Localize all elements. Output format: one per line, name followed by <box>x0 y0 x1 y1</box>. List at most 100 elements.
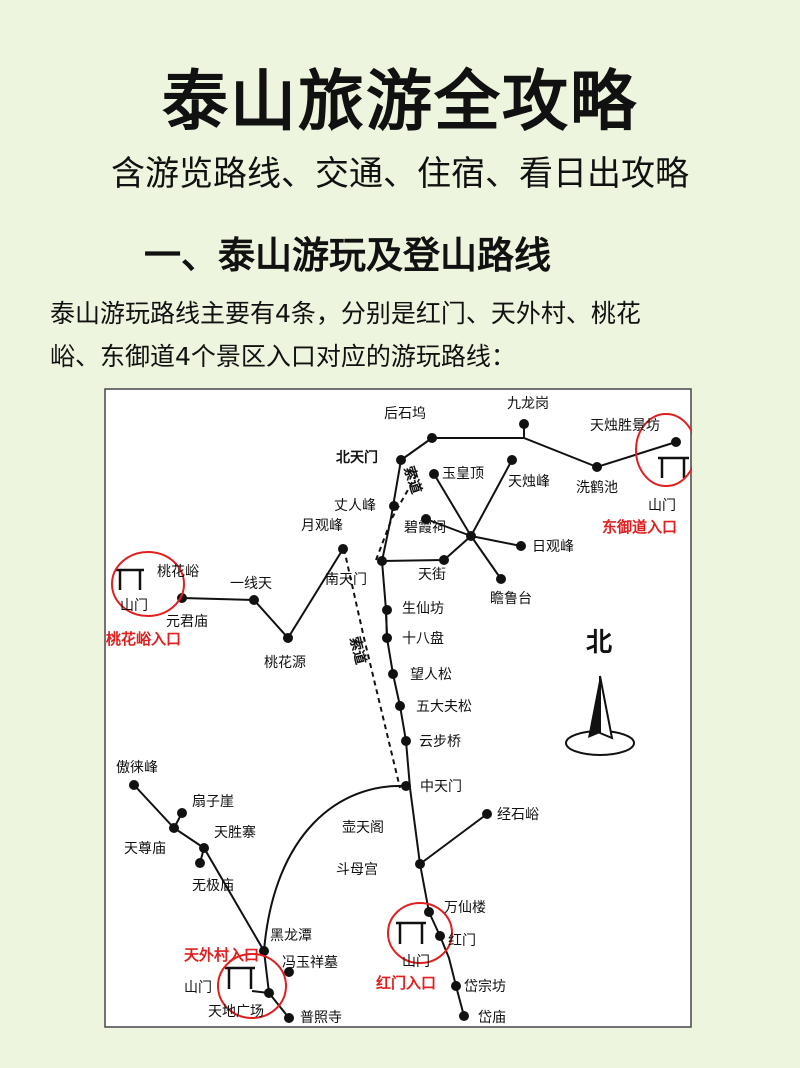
label-entrance-taohuayu: 桃花峪入口 <box>106 630 181 648</box>
label-shanmen-west: 山门 <box>120 598 148 614</box>
route-nodes <box>129 419 681 1023</box>
intro-line-1: 泰山游玩路线主要有4条，分别是红门、天外村、桃花 <box>50 299 641 328</box>
node-tiandiguangchang <box>264 988 274 998</box>
label-puzhaosi: 普照寺 <box>300 1010 342 1026</box>
page-title: 泰山旅游全攻略 <box>162 63 638 140</box>
node-wanxianlou <box>424 907 434 917</box>
label-yunbuqiao: 云步桥 <box>419 734 461 750</box>
ropeway-south-line <box>343 548 401 789</box>
label-entrance-tianwaicun: 天外村入口 <box>184 946 259 964</box>
label-tianzunmiao: 天尊庙 <box>124 840 166 857</box>
label-shanziya: 扇子崖 <box>192 794 234 810</box>
node-jingshiyu <box>482 809 492 819</box>
gate-icon-tianwaicun <box>225 966 255 989</box>
route-tianwaicun-arc <box>263 784 407 952</box>
route-summit-yuhuangding <box>433 473 472 537</box>
label-beitianmen: 北天门 <box>336 449 378 466</box>
label-yuanjunmiao: 元君庙 <box>166 614 208 630</box>
label-daizongfang: 岱宗坊 <box>464 979 506 995</box>
node-tianzhufeng <box>507 455 517 465</box>
label-yixiantian: 一线天 <box>230 576 272 592</box>
highlight-dongyudao <box>635 413 692 487</box>
label-wujimiao: 无极庙 <box>192 878 234 894</box>
gate-icon-dongyudao <box>658 456 689 478</box>
label-hutiange: 壶天阁 <box>342 820 384 836</box>
route-ridge-north <box>381 437 433 562</box>
label-shibapan: 十八盘 <box>402 630 444 647</box>
label-yueguanfeng: 月观峰 <box>301 518 343 534</box>
node-houshiwu <box>427 433 437 443</box>
node-nantianmen <box>377 556 387 566</box>
label-wudafusong: 五大夫松 <box>416 699 472 715</box>
compass: 北 <box>565 628 635 756</box>
compass-ellipse <box>565 730 635 756</box>
label-tianzhushengjingfang: 天烛胜景坊 <box>590 418 660 434</box>
label-shanmen-east: 山门 <box>648 498 676 514</box>
node-wudafusong <box>395 701 405 711</box>
route-taohuayu <box>181 548 344 640</box>
route-summit-zhanlutai <box>470 535 502 580</box>
node-bixiaci <box>421 514 431 524</box>
label-shanmen-tianwai: 山门 <box>184 980 212 996</box>
route-jingshiyu <box>419 813 488 865</box>
label-tianjie: 天街 <box>418 567 446 583</box>
route-map-svg: 北 后石坞 九龙岗 天烛胜景坊 北天门 玉皇顶 天烛峰 洗鹤池 山门 丈人峰 月… <box>104 388 692 1028</box>
node-daimiao <box>459 1011 469 1021</box>
label-taohuayuan: 桃花源 <box>264 655 306 671</box>
map-frame <box>104 388 692 1028</box>
label-zhanlutai: 瞻鲁台 <box>490 590 532 607</box>
node-yuhuangding <box>429 469 439 479</box>
gate-icon-hongmen <box>396 921 426 944</box>
node-heilongtan <box>259 946 269 956</box>
intro-line-2: 峪、东御道4个景区入口对应的游玩路线： <box>50 342 516 371</box>
node-wangrensong <box>388 669 398 679</box>
label-nantianmen: 南天门 <box>325 572 367 588</box>
label-tianzhufeng: 天烛峰 <box>508 474 550 490</box>
gate-icons <box>116 456 689 989</box>
label-tiandiguangchang: 天地广场 <box>208 1004 264 1020</box>
ropeway-lines <box>343 473 418 789</box>
node-xiheci <box>592 462 602 472</box>
label-taohuayu: 桃花峪 <box>157 564 199 580</box>
route-tianjie <box>381 459 513 562</box>
route-map: 北 后石坞 九龙岗 天烛胜景坊 北天门 玉皇顶 天烛峰 洗鹤池 山门 丈人峰 月… <box>104 388 692 1028</box>
compass-needle-right <box>599 675 614 740</box>
label-wangrensong: 望人松 <box>410 667 452 683</box>
node-shibapan <box>382 633 392 643</box>
label-aolaifeng: 傲徕峰 <box>116 760 158 776</box>
label-houshiwu: 后石坞 <box>384 406 426 422</box>
node-zhongtianmen <box>401 781 411 791</box>
node-wujimiao <box>195 858 205 868</box>
compass-needle-left <box>588 676 600 738</box>
label-bixiaci: 碧霞祠 <box>404 520 446 536</box>
node-shengxianfang <box>382 605 392 615</box>
node-yixiantian <box>249 595 259 605</box>
node-jiulonggang <box>519 419 529 429</box>
page-subtitle: 含游览路线、交通、住宿、看日出攻略 <box>111 154 689 194</box>
label-riguanfeng: 日观峰 <box>532 539 574 555</box>
gate-icon-taohuayu <box>116 568 144 590</box>
label-shengxianfang: 生仙坊 <box>402 601 444 617</box>
label-fengyuxiangmu: 冯玉祥墓 <box>282 955 338 971</box>
node-hutiange <box>199 843 209 853</box>
label-wanxianlou: 万仙楼 <box>444 900 486 916</box>
node-taohuayuan <box>283 633 293 643</box>
node-doumugong <box>415 859 425 869</box>
route-summit-bixiaci <box>425 518 472 537</box>
node-riguanfeng <box>516 541 526 551</box>
node-aolaifeng <box>129 780 139 790</box>
highlight-hongmen <box>387 902 453 964</box>
node-yunbuqiao <box>401 736 411 746</box>
label-entrance-hongmen: 红门入口 <box>376 974 436 992</box>
label-ropeway-south: 索道 <box>346 635 369 666</box>
label-doumugong: 斗母宫 <box>336 862 378 878</box>
highlight-taohuayu <box>111 551 185 617</box>
label-tianshengzhai: 天胜寨 <box>214 824 256 841</box>
route-houshiwu-east <box>432 437 677 469</box>
label-jingshiyu: 经石峪 <box>497 807 539 823</box>
label-daimiao: 岱庙 <box>478 1010 506 1026</box>
intro-paragraph: 泰山游玩路线主要有4条，分别是红门、天外村、桃花 峪、东御道4个景区入口对应的游… <box>50 292 750 378</box>
entrance-labels: 东御道入口 桃花峪入口 天外村入口 红门入口 <box>106 518 677 992</box>
route-summit-riguanfeng <box>470 535 522 547</box>
label-zhongtianmen: 中天门 <box>420 779 462 795</box>
